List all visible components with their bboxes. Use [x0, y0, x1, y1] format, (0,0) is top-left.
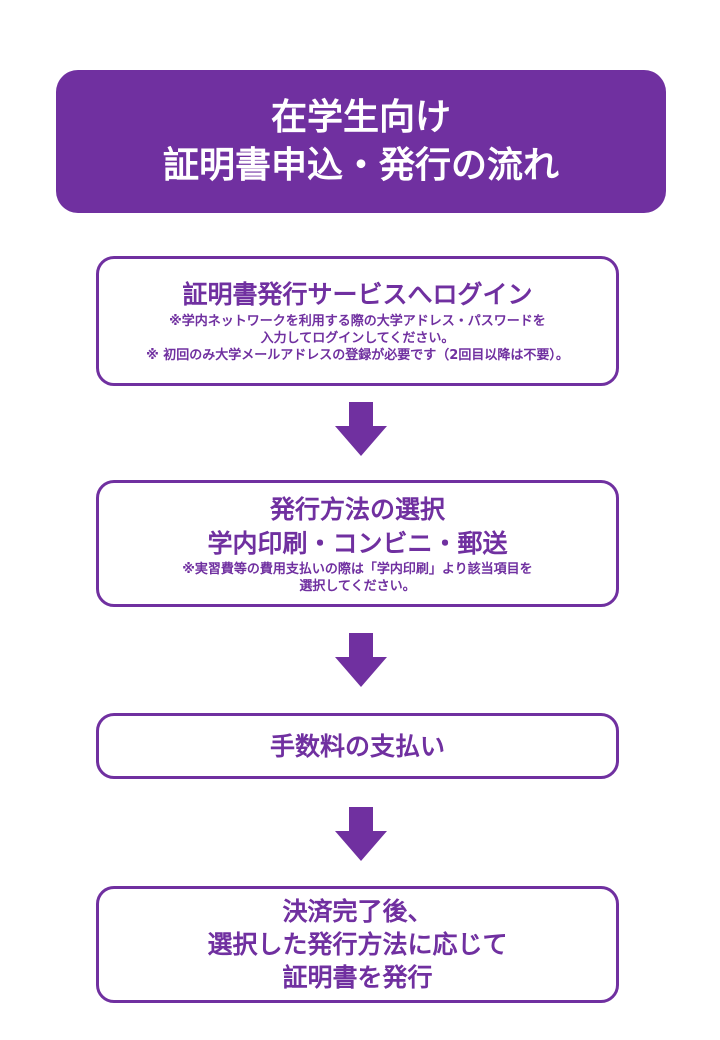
- step-issue: 決済完了後、 選択した発行方法に応じて 証明書を発行: [96, 886, 619, 1003]
- arrow-down-icon: [335, 807, 387, 861]
- step-select-method-note-1: ※実習費等の費用支払いの際は「学内印刷」より該当項目を: [182, 561, 533, 577]
- step-select-method-title-2: 学内印刷・コンビニ・郵送: [207, 528, 508, 558]
- step-issue-title-2: 選択した発行方法に応じて: [207, 930, 508, 959]
- step-login-note-2: 入力してログインしてください。: [260, 331, 455, 346]
- arrow-down-icon: [335, 633, 387, 687]
- step-payment: 手数料の支払い: [96, 713, 619, 779]
- step-login: 証明書発行サービスへログイン ※学内ネットワークを利用する際の大学アドレス・パス…: [96, 256, 619, 386]
- step-select-method-note-2: 選択してください。: [299, 578, 416, 594]
- page-title-banner: 在学生向け 証明書申込・発行の流れ: [56, 70, 666, 213]
- step-login-title: 証明書発行サービスへログイン: [182, 280, 533, 309]
- page-title-line-1: 在学生向け: [270, 96, 451, 138]
- step-issue-title-3: 証明書を発行: [282, 963, 433, 992]
- page-title-line-2: 証明書申込・発行の流れ: [162, 144, 559, 186]
- step-login-note-3: ※ 初回のみ大学メールアドレスの登録が必要です（2回目以降は不要）。: [146, 348, 569, 363]
- arrow-down-icon: [335, 402, 387, 456]
- step-payment-title: 手数料の支払い: [269, 731, 445, 761]
- step-select-method-title-1: 発行方法の選択: [269, 494, 445, 524]
- step-issue-title-1: 決済完了後、: [282, 897, 433, 926]
- step-login-note-1: ※学内ネットワークを利用する際の大学アドレス・パスワードを: [169, 314, 546, 329]
- step-select-method: 発行方法の選択 学内印刷・コンビニ・郵送 ※実習費等の費用支払いの際は「学内印刷…: [96, 480, 619, 607]
